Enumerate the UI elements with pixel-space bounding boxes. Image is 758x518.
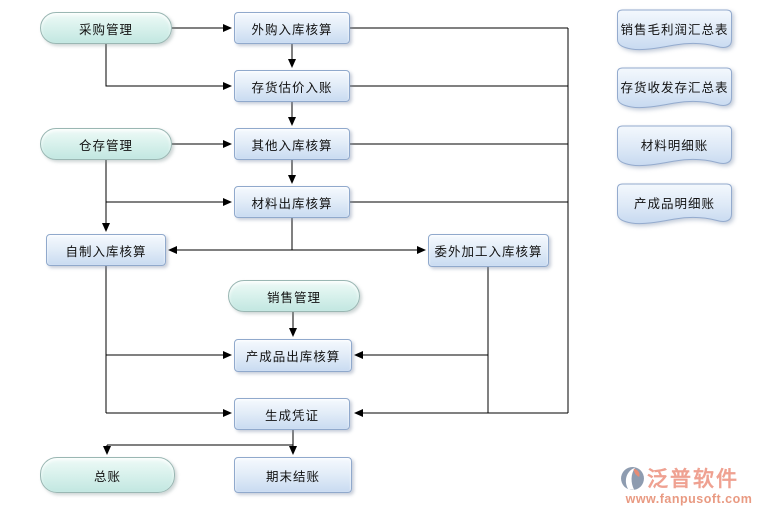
document-shape: [617, 67, 732, 109]
node-label: 产成品出库核算: [245, 350, 341, 364]
node-general-ledger: 总账: [40, 457, 175, 493]
report-inventory-in-out-balance-summary: 存货收发存汇总表: [616, 66, 733, 112]
node-label: 其他入库核算: [251, 138, 333, 153]
node-inventory-valuation-entry: 存货估价入账: [234, 70, 350, 102]
vendor-watermark: 泛普软件 www.fanpusoft.com: [620, 463, 758, 506]
node-outsourced-purchase-inbound: 外购入库核算: [234, 12, 350, 44]
node-label: 总账: [93, 469, 121, 484]
document-shape: [617, 9, 732, 51]
report-label: 存货收发存汇总表: [620, 81, 729, 95]
node-label: 委外加工入库核算: [434, 245, 543, 259]
node-label: 销售管理: [266, 290, 321, 305]
report-sales-gross-profit-summary: 销售毛利润汇总表: [616, 8, 733, 54]
vendor-brand-text: 泛普软件: [647, 468, 739, 491]
node-period-end-closing: 期末结账: [234, 457, 352, 493]
node-purchase-management: 采购管理: [40, 12, 172, 44]
node-label: 外购入库核算: [251, 22, 333, 37]
node-label: 自制入库核算: [65, 244, 147, 259]
vendor-url-text: www.fanpusoft.com: [625, 492, 753, 506]
node-sales-management: 销售管理: [228, 280, 360, 312]
node-label: 采购管理: [78, 22, 133, 37]
report-finished-goods-subledger: 产成品明细账: [616, 182, 733, 228]
node-label: 生成凭证: [264, 408, 319, 423]
node-self-made-inbound: 自制入库核算: [46, 234, 166, 266]
report-label: 产成品明细账: [633, 197, 715, 211]
report-label: 销售毛利润汇总表: [620, 23, 729, 37]
fanpu-logo-icon: [621, 466, 644, 490]
node-label: 材料出库核算: [251, 196, 333, 211]
node-finished-goods-outbound: 产成品出库核算: [234, 339, 352, 372]
report-material-subledger: 材料明细账: [616, 124, 733, 170]
node-warehouse-management: 仓存管理: [40, 128, 172, 160]
node-label: 存货估价入账: [251, 80, 333, 95]
node-label: 仓存管理: [78, 138, 133, 153]
node-other-inbound: 其他入库核算: [234, 128, 350, 160]
node-label: 期末结账: [265, 469, 320, 484]
report-label: 材料明细账: [640, 139, 709, 153]
node-outsourced-processing-inbound: 委外加工入库核算: [428, 234, 549, 267]
node-material-outbound: 材料出库核算: [234, 186, 350, 218]
document-shape: [617, 183, 732, 225]
node-generate-voucher: 生成凭证: [234, 398, 350, 430]
document-shape: [617, 125, 732, 167]
